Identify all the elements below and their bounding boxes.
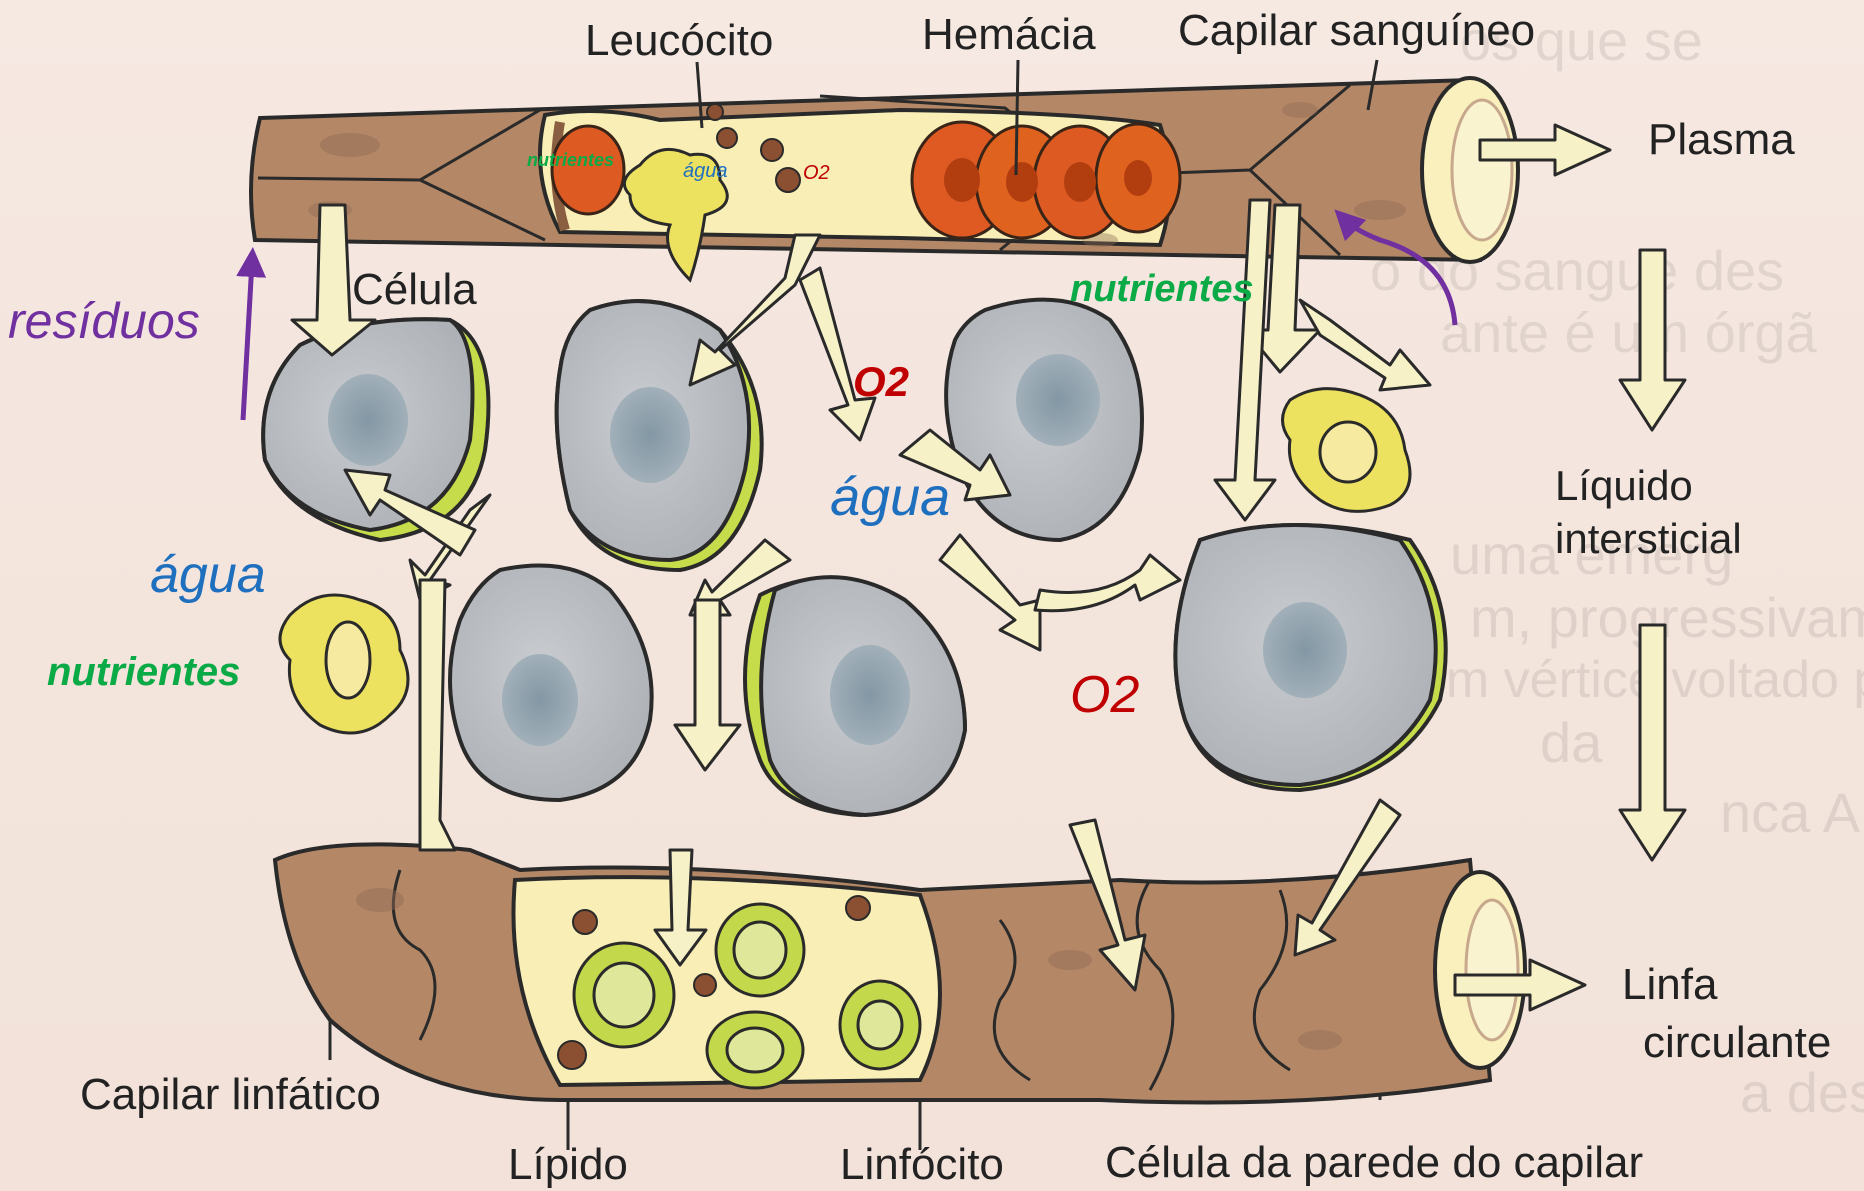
annotation-nutrientes-top-small: nutrientes — [527, 150, 614, 171]
label-capilar-linfatico: Capilar linfático — [80, 1070, 381, 1120]
annotation-residuos: resíduos — [8, 292, 200, 350]
label-celula: Célula — [352, 265, 477, 315]
label-leucocito: Leucócito — [585, 16, 773, 66]
label-linfa: Linfa — [1622, 960, 1717, 1010]
annotation-o2-lower: O2 — [1070, 665, 1139, 725]
annotation-agua-left: água — [150, 545, 266, 605]
annotation-agua-center: água — [830, 466, 950, 528]
annotation-o2-center: O2 — [853, 358, 909, 406]
label-plasma: Plasma — [1648, 115, 1795, 165]
label-intersticial: intersticial — [1555, 515, 1742, 563]
annotation-agua-top-small: água — [683, 160, 728, 183]
blood-capillary — [251, 78, 1518, 262]
label-linfocito: Linfócito — [840, 1140, 1004, 1190]
label-lipido: Lípido — [508, 1140, 628, 1190]
label-hemacia: Hemácia — [922, 10, 1096, 60]
label-liquido: Líquido — [1555, 462, 1693, 510]
label-circulante: circulante — [1643, 1018, 1831, 1068]
annotation-o2-top-small: O2 — [803, 162, 830, 185]
annotation-nutrientes-right: nutrientes — [1070, 268, 1254, 311]
annotation-nutrientes-left: nutrientes — [47, 650, 240, 695]
label-celula-parede: Célula da parede do capilar — [1105, 1138, 1643, 1188]
label-capilar-sanguineo: Capilar sanguíneo — [1178, 6, 1535, 56]
